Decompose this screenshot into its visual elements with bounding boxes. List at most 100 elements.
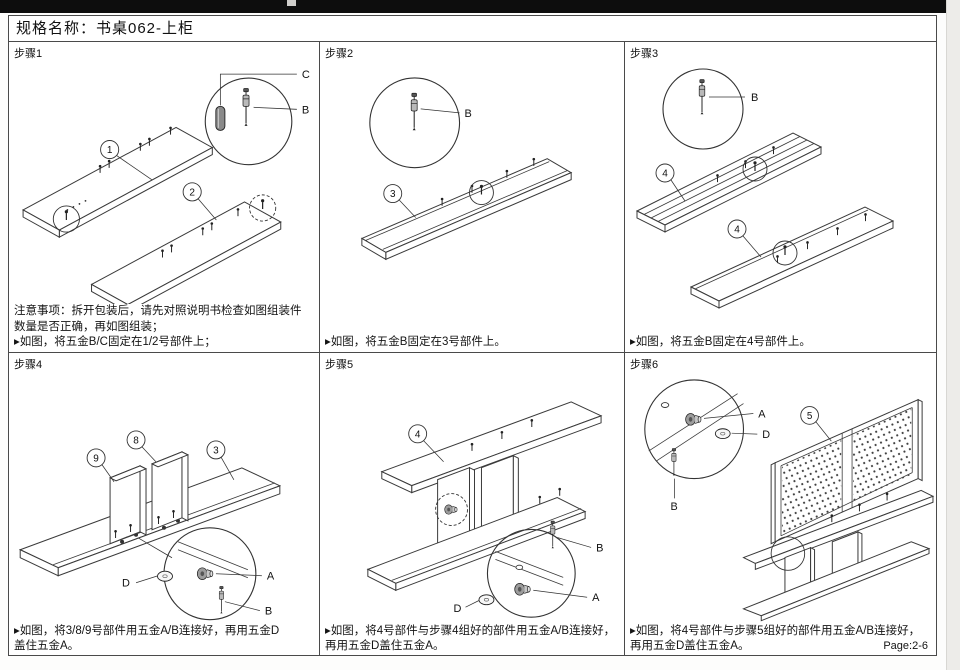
page-number: Page:2-6 <box>883 640 928 653</box>
instruction-line: ▸如图，将五金B固定在3号部件上。 <box>325 335 506 348</box>
step-panel-1: 步骤1 C B <box>9 42 320 353</box>
part-callout-4b: 4 <box>727 219 762 258</box>
cam-lock-icon <box>196 567 214 581</box>
page-right-margin <box>946 0 960 670</box>
svg-text:9: 9 <box>93 453 99 464</box>
instruction-line: 再用五金D盖住五金A。 <box>325 639 445 652</box>
assembled-base-unit <box>742 489 935 622</box>
step4-caption: ▸如图，将3/8/9号部件用五金A/B连接好，再用五金D 盖住五金A。 <box>9 624 319 656</box>
step-panel-4: 步骤4 <box>9 353 320 656</box>
cam-bolt-icon <box>410 92 418 131</box>
step-label: 步骤2 <box>325 48 354 60</box>
part-callout-3: 3 <box>206 440 235 481</box>
step-label: 步骤6 <box>630 359 659 371</box>
spec-title: 规格名称：书桌062-上柜 <box>16 20 195 37</box>
part-callout-9: 9 <box>86 448 115 483</box>
board-part-3 <box>18 467 282 577</box>
cam-bolt-icon <box>242 87 250 127</box>
part-callout-4: 4 <box>408 424 444 462</box>
base-board <box>366 487 587 592</box>
instruction-line: ▸如图，将五金B固定在4号部件上。 <box>630 335 811 348</box>
part-callout-5: 5 <box>800 406 832 442</box>
instruction-line: ▸如图，将4号部件与步骤4组好的部件用五金A/B连接好， <box>325 624 616 637</box>
board-part-3 <box>360 157 573 261</box>
step2-caption: ▸如图，将五金B固定在3号部件上。 <box>320 335 624 352</box>
svg-text:4: 4 <box>662 169 668 180</box>
step4-diagram: 9 8 3 <box>18 430 282 621</box>
svg-text:3: 3 <box>390 189 396 200</box>
step1-diagram: C B <box>22 69 310 305</box>
svg-text:3: 3 <box>213 445 219 456</box>
cam-bolt-icon <box>218 586 224 614</box>
step6-diagram: A D B <box>644 379 935 622</box>
board-part-9 <box>108 465 148 545</box>
svg-text:4: 4 <box>734 225 740 236</box>
hardware-detail-circle: A D B <box>122 527 275 621</box>
step-panel-5: 步骤5 4 <box>320 353 625 656</box>
hardware-label-b: B <box>751 92 758 104</box>
board-part-1 <box>22 126 214 238</box>
cover-cap-icon <box>157 570 173 582</box>
step5-diagram: 4 <box>366 401 603 618</box>
hardware-label-b: B <box>465 108 472 120</box>
svg-text:8: 8 <box>133 435 139 446</box>
instruction-line: ▸如图，将3/8/9号部件用五金A/B连接好，再用五金D <box>14 624 280 637</box>
scan-top-bar <box>0 0 947 13</box>
manual-document: 规格名称：书桌062-上柜 步骤1 C B <box>8 15 937 656</box>
hardware-label-b: B <box>302 104 309 116</box>
hardware-label-a: A <box>592 592 600 604</box>
instruction-line: 再用五金D盖住五金A。 <box>630 639 750 652</box>
hardware-label-d: D <box>454 603 462 615</box>
step3-caption: ▸如图，将五金B固定在4号部件上。 <box>625 335 936 352</box>
step-label: 步骤3 <box>630 48 659 60</box>
cover-cap-icon <box>714 428 731 440</box>
step1-caption: 注意事项：拆开包装后，请先对照说明书检查如图组装件 数量是否正确，再如图组装； … <box>9 304 319 352</box>
instruction-line: ▸如图，将五金B/C固定在1/2号部件上； <box>14 335 216 348</box>
hardware-detail-circle: B A D <box>454 520 603 618</box>
steps-grid: 步骤1 C B <box>9 42 936 656</box>
board-part-5-pegboard <box>770 398 923 545</box>
step-label: 步骤1 <box>14 48 43 60</box>
cam-lock-icon <box>685 413 702 426</box>
cam-lock-icon <box>514 582 531 596</box>
spec-header: 规格名称：书桌062-上柜 <box>9 16 936 42</box>
note-line: 数量是否正确，再如图组装； <box>14 320 164 333</box>
cover-cap-icon <box>478 594 495 606</box>
hardware-label-b: B <box>596 542 603 554</box>
hardware-label-a: A <box>267 571 275 583</box>
part-callout-8: 8 <box>126 430 157 463</box>
cam-bolt-icon <box>698 79 706 115</box>
part-callout-3: 3 <box>383 184 416 218</box>
svg-text:1: 1 <box>107 145 113 156</box>
hardware-label-d: D <box>122 578 130 590</box>
board-part-4a <box>635 132 823 233</box>
cam-bolt-icon <box>671 448 677 476</box>
step-label: 步骤4 <box>14 359 43 371</box>
hardware-label-c: C <box>302 69 310 81</box>
note-line: 注意事项：拆开包装后，请先对照说明书检查如图组装件 <box>14 305 302 318</box>
svg-text:5: 5 <box>807 411 813 422</box>
instruction-line: 盖住五金A。 <box>14 639 80 652</box>
step-label: 步骤5 <box>325 359 354 371</box>
board-part-4b <box>689 206 895 309</box>
hardware-label-d: D <box>762 429 770 441</box>
svg-text:2: 2 <box>189 187 195 198</box>
step6-caption: ▸如图，将4号部件与步骤5组好的部件用五金A/B连接好， 再用五金D盖住五金A。… <box>625 624 936 656</box>
step2-diagram: B <box>360 77 573 261</box>
step-panel-3: 步骤3 B <box>625 42 936 353</box>
hardware-label-a: A <box>758 408 766 420</box>
instruction-line: ▸如图，将4号部件与步骤5组好的部件用五金A/B连接好， <box>630 624 921 637</box>
hardware-detail-circle: A D B <box>644 379 770 513</box>
magnifier-circle: B <box>662 68 758 150</box>
step-panel-2: 步骤2 B <box>320 42 625 353</box>
part-callout-4a: 4 <box>655 163 686 202</box>
step-panel-6: 步骤6 A <box>625 353 936 656</box>
part-callout-2: 2 <box>182 182 217 221</box>
scan-artifact <box>287 0 296 6</box>
board-part-2 <box>90 194 282 305</box>
hardware-label-b: B <box>670 501 677 513</box>
dowel-icon <box>215 105 226 131</box>
magnifier-circle: B <box>369 77 472 169</box>
hardware-label-b: B <box>265 606 272 618</box>
